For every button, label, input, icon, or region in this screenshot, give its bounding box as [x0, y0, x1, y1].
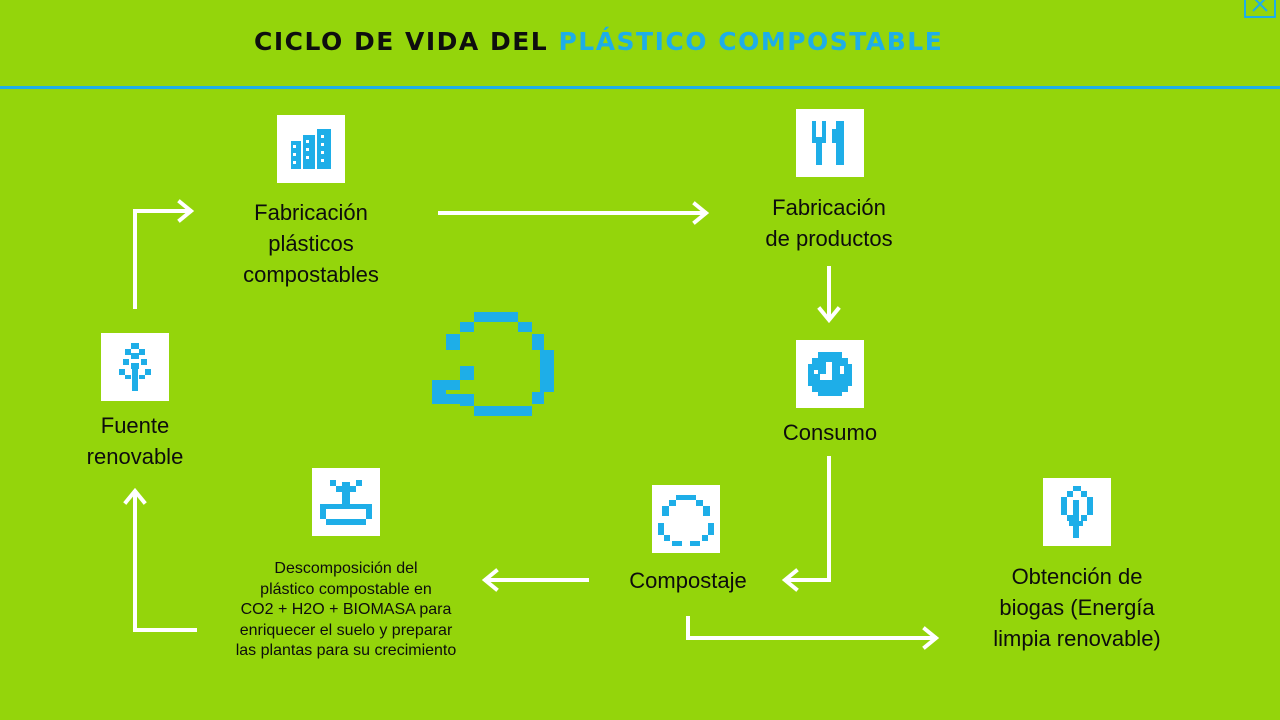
cutlery-icon — [812, 121, 844, 165]
node-consumo: Consumo — [730, 417, 930, 448]
node-label-line: las plantas para su crecimiento — [235, 642, 457, 659]
cutlery-tile — [796, 109, 864, 177]
node-fabricacion-plasticos: Fabricación plásticos compostables — [211, 197, 411, 290]
arrow-compostaje-to-biogas — [686, 616, 937, 640]
cycle-logo-icon — [432, 312, 554, 416]
arrowhead-compostaje-to-descomposicion — [481, 568, 499, 592]
title-part-1: CICLO DE VIDA DEL — [254, 27, 559, 56]
node-label-line: plásticos — [268, 231, 354, 256]
node-compostaje: Compostaje — [588, 565, 788, 596]
arrow-descomposicion-to-fuente — [133, 490, 197, 632]
page-title: CICLO DE VIDA DEL PLÁSTICO COMPOSTABLE — [254, 27, 943, 56]
header-divider — [0, 86, 1280, 89]
close-button[interactable] — [1244, 0, 1276, 18]
node-label-line: Fabricación — [772, 195, 886, 220]
leaf-tile — [1043, 478, 1111, 546]
node-label-line: enriquecer el suelo y preparar — [239, 621, 453, 639]
recycle-circle-icon — [658, 495, 714, 546]
buildings-tile — [277, 115, 345, 183]
leaf-icon — [1061, 486, 1093, 538]
arrowhead-plasticos-to-productos — [692, 201, 710, 225]
close-icon — [1252, 0, 1268, 12]
globe-icon — [808, 352, 852, 396]
arrowhead-compostaje-to-biogas — [922, 626, 940, 650]
arrow-fuente-to-fabricacion — [133, 209, 192, 309]
plant-tile — [101, 333, 169, 401]
arrowhead-productos-to-consumo — [817, 306, 841, 324]
node-label-line: CO2 + H2O + BIOMASA para — [240, 601, 452, 618]
node-label-line: compostables — [243, 262, 379, 287]
node-descomposicion: Descomposición del plástico compostable … — [196, 559, 496, 662]
sprout-bowl-icon — [320, 480, 372, 525]
node-label-line: Fabricación — [254, 200, 368, 225]
title-part-2: PLÁSTICO COMPOSTABLE — [558, 27, 944, 56]
sprout-bowl-tile — [312, 468, 380, 536]
node-label-line: Consumo — [782, 420, 878, 445]
arrowhead-consumo-to-compostaje — [781, 568, 799, 592]
plant-icon — [119, 343, 151, 391]
header: CICLO DE VIDA DEL PLÁSTICO COMPOSTABLE — [0, 0, 1280, 88]
recycle-tile — [652, 485, 720, 553]
node-label-line: Fuente — [100, 413, 170, 438]
node-label-line: Compostaje — [629, 568, 747, 593]
node-fabricacion-productos: Fabricación de productos — [729, 192, 929, 254]
node-label-line: Descomposición del — [274, 560, 418, 577]
node-label-line: de productos — [765, 226, 893, 251]
arrow-consumo-to-compostaje — [785, 456, 831, 582]
node-label-line: limpia renovable) — [993, 626, 1161, 651]
buildings-icon — [291, 129, 331, 169]
globe-tile — [796, 340, 864, 408]
node-biogas: Obtención de biogas (Energía limpia reno… — [952, 561, 1202, 654]
node-fuente-renovable: Fuente renovable — [55, 410, 215, 472]
arrowhead-descomposicion-to-fuente — [123, 487, 147, 505]
node-label-line: renovable — [86, 444, 184, 469]
node-label-line: Obtención de — [1011, 564, 1143, 589]
arrowhead-fuente-to-fabricacion — [177, 199, 195, 223]
node-label-line: biogas (Energía — [999, 595, 1155, 620]
node-label-line: plástico compostable en — [260, 580, 432, 598]
